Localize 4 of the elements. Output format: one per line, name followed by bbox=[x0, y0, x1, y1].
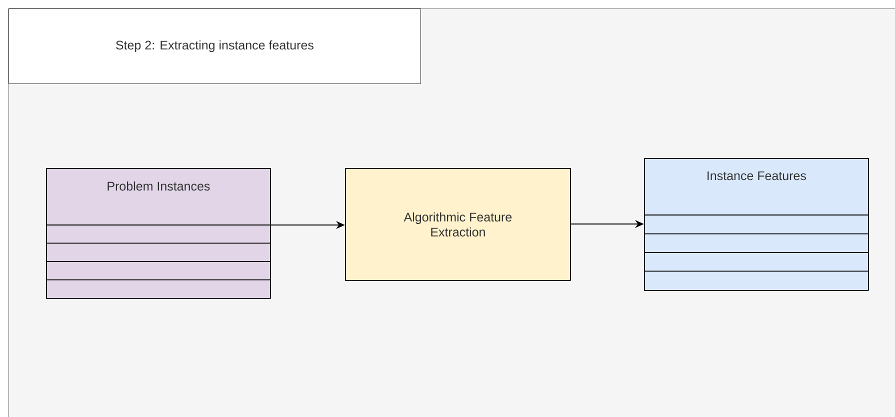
title-box: Step 2: Extracting instance features bbox=[8, 8, 421, 84]
table-box: Instance Features bbox=[644, 158, 869, 291]
table-box: Problem Instances bbox=[46, 168, 271, 299]
process-box: Algorithmic Feature Extraction bbox=[345, 168, 571, 281]
